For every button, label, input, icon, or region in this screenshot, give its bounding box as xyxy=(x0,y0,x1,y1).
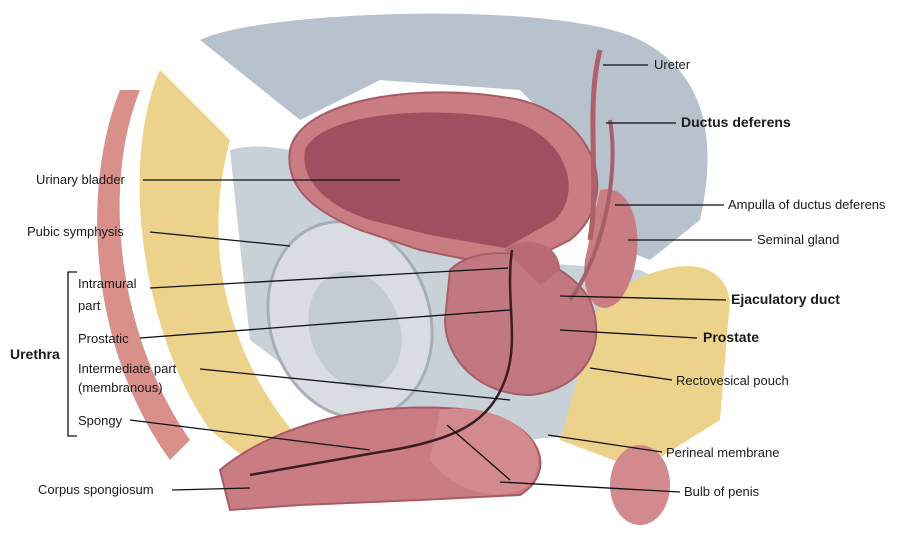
label-ductus-deferens: Ductus deferens xyxy=(681,115,791,130)
label-perineal-membrane: Perineal membrane xyxy=(666,445,779,460)
label-seminal-gland: Seminal gland xyxy=(757,232,839,247)
label-ureter: Ureter xyxy=(654,57,690,72)
label-intramural: Intramural xyxy=(78,276,137,291)
label-intramural-part: part xyxy=(78,298,100,313)
label-spongy: Spongy xyxy=(78,413,122,428)
label-rectovesical-pouch: Rectovesical pouch xyxy=(676,373,789,388)
penile-tissue-right xyxy=(610,445,670,525)
label-membranous: (membranous) xyxy=(78,380,163,395)
label-ejaculatory-duct: Ejaculatory duct xyxy=(731,292,840,307)
label-corpus-spongiosum: Corpus spongiosum xyxy=(38,482,154,497)
label-pubic-symphysis: Pubic symphysis xyxy=(27,224,124,239)
label-prostatic: Prostatic xyxy=(78,331,129,346)
label-urethra: Urethra xyxy=(10,347,60,362)
label-intermediate-part: Intermediate part xyxy=(78,361,176,376)
label-prostate: Prostate xyxy=(703,330,759,345)
label-ampulla-of-ductus-deferens: Ampulla of ductus deferens xyxy=(728,197,886,212)
label-bulb-of-penis: Bulb of penis xyxy=(684,484,759,499)
label-urinary-bladder: Urinary bladder xyxy=(36,172,125,187)
